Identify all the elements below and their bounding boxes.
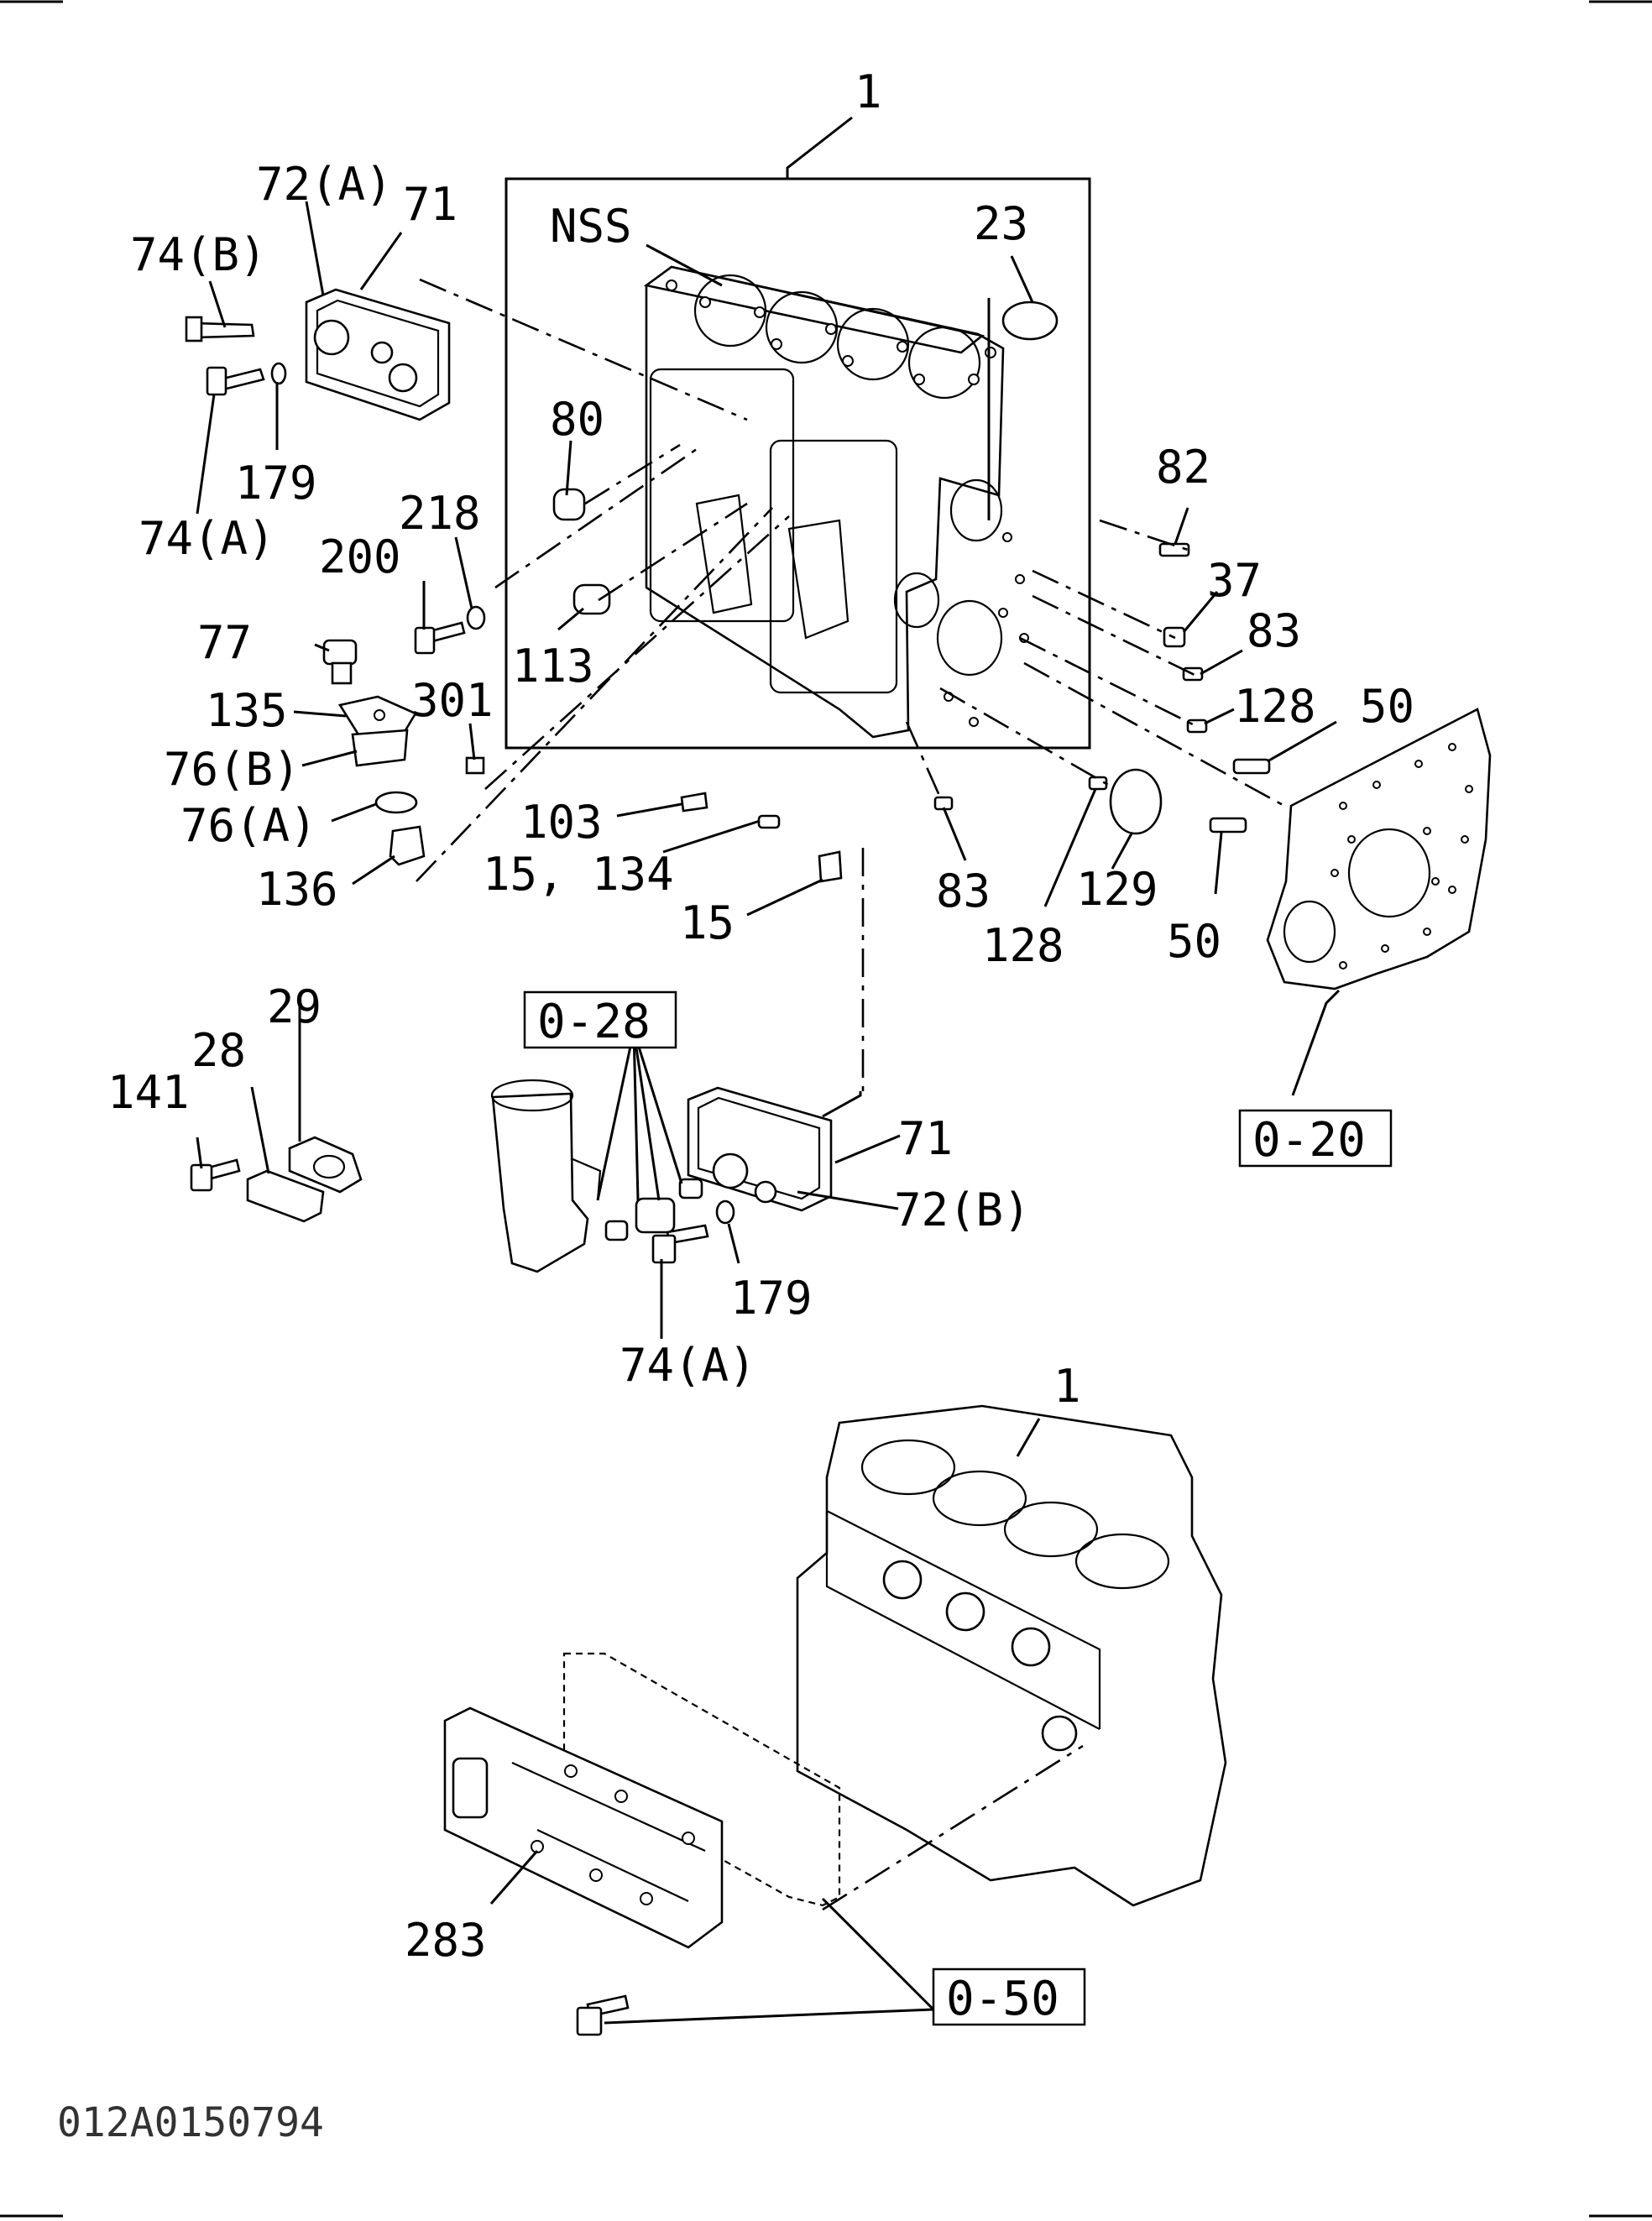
pin-128-upper xyxy=(1186,719,1208,734)
pin-15-134 xyxy=(757,814,781,829)
callout-83b: 83 xyxy=(936,865,991,917)
bolt-74b xyxy=(185,316,255,342)
gasket-29 xyxy=(288,1136,363,1194)
assembly-frame xyxy=(504,116,1091,750)
block-bolt-holes xyxy=(666,280,996,385)
flywheel-housing xyxy=(1266,708,1492,990)
callout-76a: 76(A) xyxy=(180,799,317,852)
callout-labels: 1 NSS 23 72(A) 71 74(B) 179 74(A) 80 218… xyxy=(107,65,1414,1967)
callout-71: 71 xyxy=(403,178,457,231)
callout-136: 136 xyxy=(256,863,338,916)
callout-128b: 128 xyxy=(982,919,1064,972)
callout-23: 23 xyxy=(974,197,1028,250)
bolt-74a-lower xyxy=(651,1224,709,1264)
callout-301: 301 xyxy=(411,674,494,727)
callout-80: 80 xyxy=(550,393,604,446)
oil-cooler-283 xyxy=(443,1706,724,1949)
callout-71b: 71 xyxy=(898,1112,953,1165)
washer-179-lower xyxy=(715,1199,735,1225)
callout-135: 135 xyxy=(206,684,288,737)
callout-283: 283 xyxy=(405,1914,487,1967)
bolt-77 xyxy=(322,639,358,685)
oil-cooler-cover-upper xyxy=(305,288,451,421)
callout-141: 141 xyxy=(107,1066,190,1119)
callout-nss: NSS xyxy=(550,200,632,253)
callout-15: 15 xyxy=(680,896,735,949)
callout-15-134: 15, 134 xyxy=(483,848,674,901)
dowel-50-upper xyxy=(1232,758,1271,775)
plug-113 xyxy=(572,583,611,615)
oring-76a xyxy=(374,791,418,814)
bolt-200 xyxy=(414,621,466,655)
cooler-bolt-holes xyxy=(531,1764,695,1905)
callout-218: 218 xyxy=(399,487,481,540)
reference-box-0-20: 0-20 xyxy=(1238,1109,1393,1168)
nut-301 xyxy=(465,756,485,775)
callout-29: 29 xyxy=(267,980,322,1033)
callout-50b: 50 xyxy=(1167,915,1221,968)
callout-1: 1 xyxy=(855,65,882,118)
housing-holes xyxy=(1330,743,1473,969)
callout-113: 113 xyxy=(512,640,594,692)
callout-129: 129 xyxy=(1076,863,1158,916)
oil-cooler-cover-lower xyxy=(687,1086,833,1212)
callout-50: 50 xyxy=(1360,680,1414,733)
callout-200: 200 xyxy=(319,530,401,583)
bolt-74a-upper xyxy=(206,366,265,396)
callout-74a: 74(A) xyxy=(139,512,275,565)
callout-82: 82 xyxy=(1156,441,1210,494)
oil-filter-parts xyxy=(490,1079,703,1273)
reference-box-0-28: 0-28 xyxy=(523,990,677,1049)
callout-72a: 72(A) xyxy=(256,158,393,211)
plug-103 xyxy=(680,792,708,813)
callout-72b: 72(B) xyxy=(894,1184,1031,1236)
callout-103: 103 xyxy=(520,796,603,849)
plug-15 xyxy=(818,850,843,883)
gasket-lower xyxy=(562,1652,841,1907)
reference-box-0-50: 0-50 xyxy=(932,1968,1086,2026)
callout-37: 37 xyxy=(1207,554,1262,607)
callout-128: 128 xyxy=(1234,680,1316,733)
callout-83: 83 xyxy=(1247,604,1301,657)
flange-135-76b xyxy=(337,695,417,767)
reference-label-0-20: 0-20 xyxy=(1252,1113,1366,1168)
washer-218 xyxy=(466,605,486,630)
callout-28: 28 xyxy=(191,1024,246,1077)
callout-74a2: 74(A) xyxy=(620,1339,756,1392)
dowel-50-lower xyxy=(1209,817,1247,834)
cylinder-block xyxy=(643,265,1029,739)
leader-lines xyxy=(196,201,1341,2025)
reference-label-0-28: 0-28 xyxy=(537,995,651,1049)
cylinder-block-lower xyxy=(796,1404,1227,1907)
reference-label-0-50: 0-50 xyxy=(946,1972,1059,2026)
stud-82 xyxy=(1158,542,1190,557)
bolt-lower-0-50 xyxy=(576,1994,630,2036)
callout-74b: 74(B) xyxy=(130,228,267,281)
plug-80 xyxy=(552,488,586,521)
washer-179-upper xyxy=(270,362,287,385)
pin-83-lower xyxy=(933,796,954,811)
bolt-141 xyxy=(190,1158,241,1192)
plug-129 xyxy=(1109,768,1163,835)
plug-136 xyxy=(389,825,426,866)
callout-179: 179 xyxy=(235,457,317,510)
drawing-code: 012A0150794 xyxy=(57,2099,324,2146)
seal-23 xyxy=(1001,300,1059,341)
assembly-lines xyxy=(416,278,1285,1911)
callout-77: 77 xyxy=(197,616,252,669)
callout-76b: 76(B) xyxy=(164,743,301,796)
callout-1b: 1 xyxy=(1053,1360,1081,1413)
callout-179b: 179 xyxy=(730,1272,813,1325)
